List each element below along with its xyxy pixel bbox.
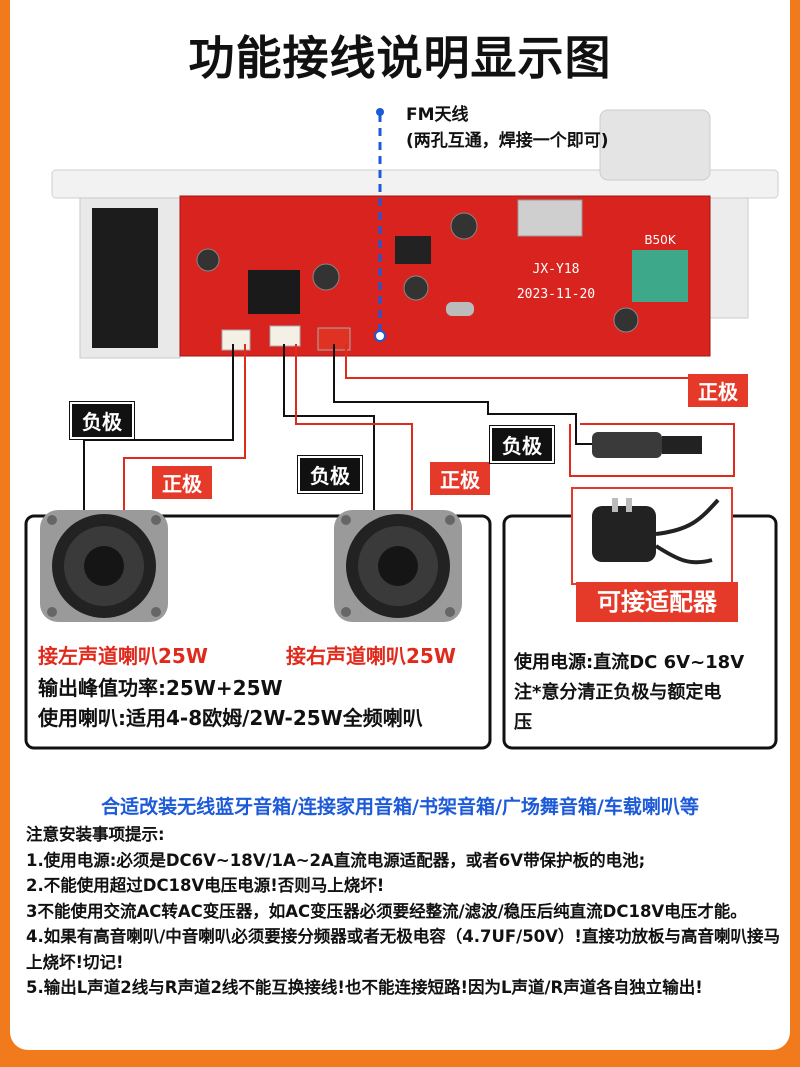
power-negative-tag: 负极 (489, 425, 555, 464)
power-positive-tag: 正极 (688, 374, 748, 407)
right-negative-tag: 负极 (297, 455, 363, 494)
module-housing-right (709, 197, 749, 319)
right-speaker-icon (334, 510, 462, 622)
wiring-diagram: B50K JX-Y18 2023-11-20 (24, 108, 779, 750)
fm-solder-point (374, 330, 386, 342)
note-item-5: 5.输出L声道2线与R声道2线不能互换接线!也不能连接短路!因为L声道/R声道各… (26, 978, 703, 997)
capacitor-4 (450, 212, 478, 240)
capacitor-5 (613, 307, 639, 333)
capacitor-2 (312, 263, 340, 291)
left-speaker-icon (40, 510, 168, 622)
capacitor-1 (196, 248, 220, 272)
bt-chip (395, 236, 431, 264)
fm-antenna-label: FM天线 (两孔互通，焊接一个即可) (406, 102, 609, 154)
note-item-2: 2.不能使用超过DC18V电压电源!否则马上烧坏! (26, 876, 385, 895)
left-channel-label: 接左声道喇叭25W (38, 644, 208, 668)
supply-line-2: 注*意分清正负极与额定电 (514, 682, 722, 703)
notes-heading: 注意安装事项提示: (26, 825, 165, 844)
capacitor-3 (403, 275, 429, 301)
left-negative-tag: 负极 (69, 401, 135, 440)
pot-label: B50K (644, 233, 677, 247)
peak-power-label: 输出峰值功率:25W+25W (38, 676, 283, 700)
power-positive-wire (345, 344, 690, 379)
left-positive-tag: 正极 (152, 466, 212, 499)
board-model-label: JX-Y18 (533, 262, 580, 277)
right-positive-wire (295, 344, 413, 510)
dc-plug (592, 432, 662, 458)
dc-plug-cable (662, 436, 702, 454)
usb-port (517, 199, 583, 237)
left-positive-wire (123, 344, 246, 510)
page-title: 功能接线说明显示图 (188, 31, 612, 85)
left-speaker-connector (221, 329, 251, 351)
note-item-4: 4.如果有高音喇叭/中音喇叭必须要接分频器或者无极电容（4.7UF/50V）!直… (26, 927, 780, 972)
fm-antenna-note: (两孔互通，焊接一个即可) (406, 131, 609, 151)
supply-line-3: 压 (514, 712, 532, 733)
board-date-label: 2023-11-20 (517, 287, 595, 302)
note-item-3: 3不能使用交流AC转AC变压器，如AC变压器必须要经整流/滤波/稳压后纯直流DC… (26, 901, 747, 921)
supply-line-1: 使用电源:直流DC 6V~18V (514, 652, 745, 673)
usage-title: 合适改装无线蓝牙音箱/连接家用音箱/书架音箱/广场舞音箱/车载喇叭等 (101, 796, 699, 818)
right-positive-tag: 正极 (430, 462, 490, 495)
fm-antenna-title: FM天线 (406, 105, 469, 125)
right-negative-wire (283, 344, 375, 510)
fm-antenna-dot (376, 108, 384, 116)
volume-pot (632, 250, 688, 302)
notes-section: 注意安装事项提示: 1.使用电源:必须是DC6V~18V/1A~2A直流电源适配… (26, 822, 782, 1001)
adapter-badge: 可接适配器 (576, 582, 738, 622)
note-item-1: 1.使用电源:必须是DC6V~18V/1A~2A直流电源适配器，或者6V带保护板… (26, 850, 646, 870)
aux-jack-block (92, 208, 158, 348)
content-panel: 功能接线说明显示图 B50K JX-Y18 2023-11-20 (10, 0, 790, 1050)
right-speaker-connector (269, 325, 301, 347)
power-adapter-icon (571, 487, 733, 585)
amp-ic (248, 270, 300, 314)
dc-plug-frame (569, 423, 735, 477)
crystal (446, 302, 474, 316)
speaker-spec-label: 使用喇叭:适用4-8欧姆/2W-25W全频喇叭 (38, 706, 423, 730)
right-channel-label: 接右声道喇叭25W (286, 644, 456, 668)
panel-knob-housing (599, 109, 711, 181)
power-negative-wire (333, 344, 592, 445)
left-negative-wire (83, 344, 234, 530)
